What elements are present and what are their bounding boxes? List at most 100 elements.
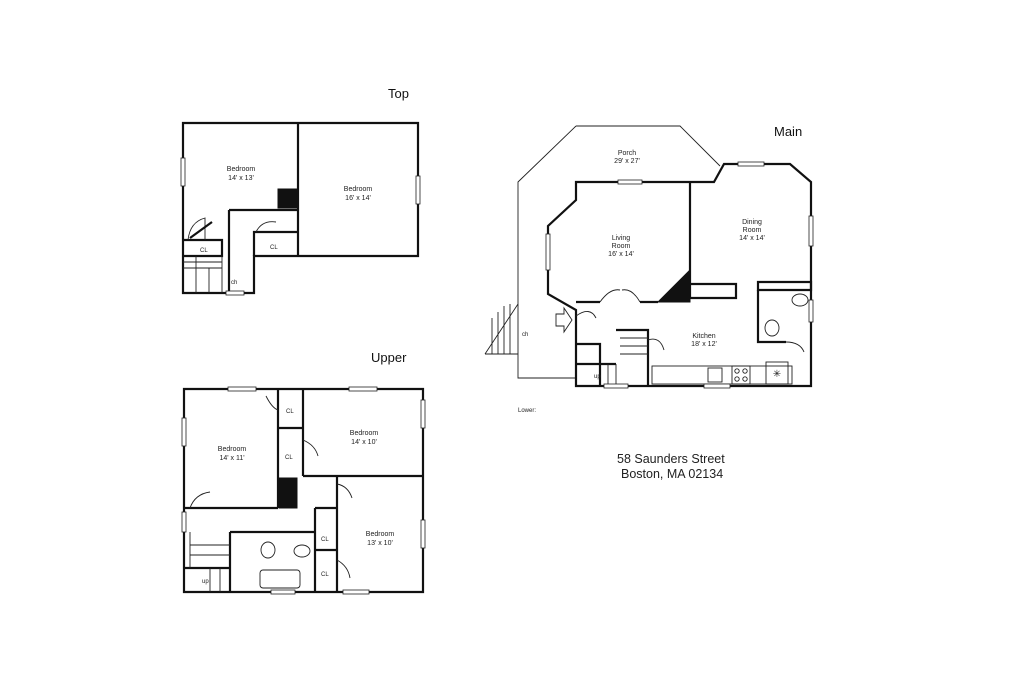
upper-sink bbox=[260, 541, 276, 559]
upper-window-8 bbox=[342, 589, 370, 595]
porch-outline bbox=[517, 125, 721, 379]
upper-window-7 bbox=[270, 589, 296, 595]
main-outer-wall bbox=[546, 162, 813, 388]
upper-closet-label-1: CL bbox=[286, 409, 294, 415]
porch-name: Porch bbox=[618, 150, 636, 157]
living-name-2: Room bbox=[612, 243, 631, 250]
upper-window-4 bbox=[348, 386, 378, 392]
upper-door-2 bbox=[265, 395, 279, 411]
main-burner-1 bbox=[734, 368, 740, 374]
main-wall-living-kitchen bbox=[576, 282, 738, 304]
main-floor-plan: Main ✳ bbox=[484, 124, 814, 414]
porch-steps bbox=[484, 303, 519, 355]
upper-door-1 bbox=[189, 491, 211, 509]
top-door-1 bbox=[189, 221, 213, 239]
upper-door-3 bbox=[302, 439, 319, 457]
dining-dims: 14' x 14' bbox=[739, 235, 765, 242]
upper-bedroom-topright-name: Bedroom bbox=[350, 430, 379, 437]
main-kitchen-sink bbox=[707, 367, 723, 383]
upper-bathtub bbox=[259, 569, 301, 589]
main-bath-sink bbox=[791, 293, 809, 307]
main-chimney-triangle bbox=[656, 268, 691, 303]
floor-title-lower: Lower: bbox=[518, 408, 536, 414]
main-window-5 bbox=[545, 233, 551, 271]
main-up-label: up bbox=[594, 374, 601, 380]
top-closet-label-1: CL bbox=[200, 248, 208, 254]
floor-title-top: Top bbox=[388, 86, 409, 101]
upper-closet-label-3: CL bbox=[321, 537, 329, 543]
upper-bedroom-left-dims: 14' x 11' bbox=[219, 455, 244, 462]
main-burner-4 bbox=[742, 376, 748, 382]
main-fridge bbox=[765, 361, 789, 385]
upper-bedroom-topright-dims: 14' x 10' bbox=[351, 439, 377, 446]
upper-closet-walls bbox=[313, 476, 339, 592]
address-line-1: 58 Saunders Street bbox=[617, 452, 725, 466]
upper-closet-label-2: CL bbox=[285, 455, 293, 461]
upper-door-4 bbox=[336, 483, 353, 499]
main-chimney-label: ch bbox=[522, 332, 528, 338]
main-stove bbox=[731, 365, 751, 385]
main-window-4 bbox=[808, 299, 814, 323]
address-block: 58 Saunders Street Boston, MA 02134 bbox=[617, 452, 725, 481]
top-window-3 bbox=[225, 290, 245, 296]
upper-bedroom-left-name: Bedroom bbox=[218, 446, 247, 453]
main-window-3 bbox=[808, 215, 814, 247]
top-chimney-block bbox=[277, 188, 298, 209]
upper-window-2 bbox=[181, 511, 187, 533]
top-outer-wall bbox=[181, 121, 420, 295]
top-bedroom-left-dims: 14' x 13' bbox=[228, 175, 254, 182]
upper-wall-c bbox=[184, 426, 423, 510]
entry-arrow-icon bbox=[555, 306, 573, 334]
upper-bedroom-bottomright-name: Bedroom bbox=[366, 531, 395, 538]
top-window-2 bbox=[415, 175, 421, 205]
main-burner-2 bbox=[742, 368, 748, 374]
main-fridge-icon: ✳ bbox=[773, 369, 781, 380]
top-floor-plan: Top Bedroom 14' x 13' Bedroom 16' x 14' … bbox=[180, 86, 421, 296]
main-bath-wall bbox=[756, 290, 786, 344]
main-window-1 bbox=[617, 179, 643, 185]
main-stairs bbox=[607, 337, 648, 386]
upper-closet-label-4: CL bbox=[321, 572, 329, 578]
main-window-6 bbox=[603, 383, 629, 389]
top-bedroom-right-dims: 16' x 14' bbox=[345, 195, 371, 202]
upper-window-3 bbox=[227, 386, 257, 392]
main-double-door bbox=[599, 289, 641, 303]
floor-title-upper: Upper bbox=[371, 350, 407, 365]
upper-window-6 bbox=[420, 519, 426, 549]
main-window-2 bbox=[737, 161, 765, 167]
main-stair-walls bbox=[576, 328, 650, 386]
top-chimney-label: ch bbox=[231, 280, 237, 286]
main-bath-door bbox=[785, 341, 805, 353]
top-hall-wall bbox=[227, 208, 298, 293]
upper-stairs bbox=[189, 532, 230, 592]
top-stairs bbox=[183, 256, 223, 293]
kitchen-name: Kitchen bbox=[692, 333, 715, 340]
floor-title-main: Main bbox=[774, 124, 802, 139]
upper-toilet bbox=[293, 544, 311, 558]
upper-window-5 bbox=[420, 399, 426, 429]
dining-name-2: Room bbox=[743, 227, 762, 234]
upper-floor-plan: Upper Bedro bbox=[181, 350, 426, 595]
living-dims: 16' x 14' bbox=[608, 251, 634, 258]
address-line-2: Boston, MA 02134 bbox=[621, 467, 723, 481]
upper-window-1 bbox=[181, 417, 187, 447]
upper-bedroom-bottomright-dims: 13' x 10' bbox=[367, 540, 393, 547]
kitchen-dims: 18' x 12' bbox=[691, 341, 717, 348]
top-bedroom-right-name: Bedroom bbox=[344, 186, 373, 193]
upper-chimney-block bbox=[278, 477, 298, 509]
living-name-1: Living bbox=[612, 235, 630, 242]
main-burner-3 bbox=[734, 376, 740, 382]
top-bedroom-left-name: Bedroom bbox=[227, 166, 256, 173]
top-window-1 bbox=[180, 157, 186, 187]
top-closet-wall bbox=[183, 238, 224, 258]
top-closet-label-2: CL bbox=[270, 245, 278, 251]
top-door-swing-2 bbox=[255, 221, 277, 233]
main-stair-door bbox=[647, 338, 665, 351]
upper-door-5 bbox=[336, 559, 351, 579]
dining-name-1: Dining bbox=[742, 219, 762, 226]
main-toilet bbox=[764, 319, 780, 337]
main-front-door bbox=[575, 311, 597, 319]
main-counter-top bbox=[756, 280, 813, 292]
